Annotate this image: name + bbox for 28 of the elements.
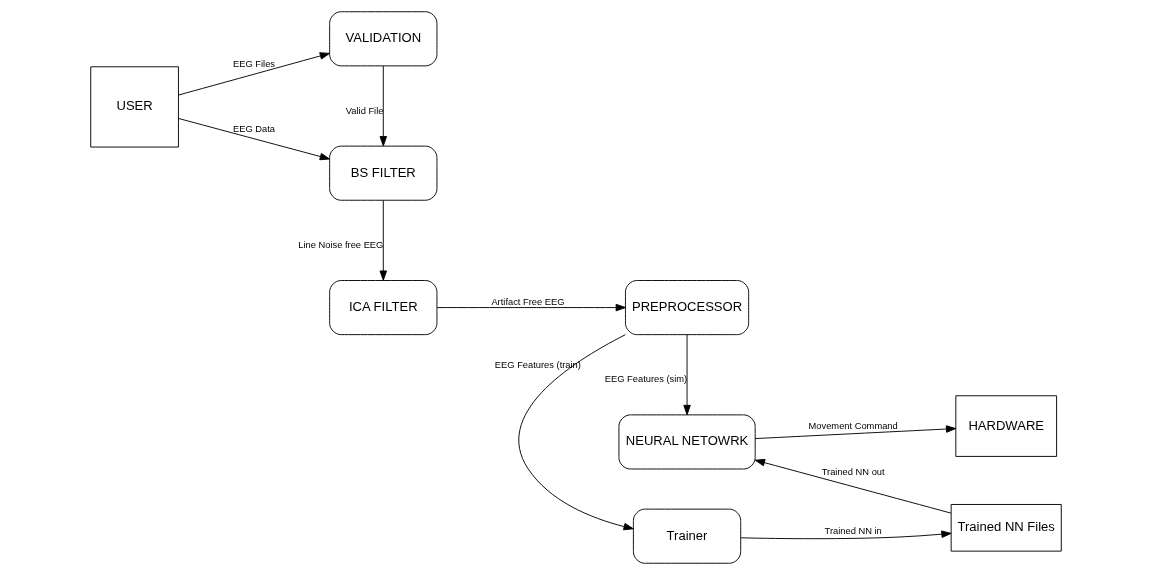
node-box: PREPROCESSOR <box>625 280 750 336</box>
edge-label: Line Noise free EEG <box>298 240 384 251</box>
edge-label: EEG Features (sim) <box>604 374 688 385</box>
arrow <box>178 52 331 96</box>
arrow <box>436 303 626 312</box>
node-box: USER <box>90 66 179 148</box>
arrow <box>754 458 952 514</box>
node-box: NEURAL NETOWRK <box>618 414 756 470</box>
arrow <box>178 118 331 161</box>
node-box: HARDWARE <box>955 395 1058 457</box>
arrow <box>379 199 388 281</box>
arrow <box>754 425 957 440</box>
node-box: Trainer <box>632 508 742 564</box>
node-box: ICA FILTER <box>329 280 438 336</box>
node-box: Trained NN Files <box>950 504 1062 552</box>
arrow <box>683 334 691 416</box>
node-box: VALIDATION <box>329 11 438 67</box>
edge-label: Trained NN out <box>821 466 885 477</box>
edge-label: Valid File <box>345 105 384 116</box>
arrow <box>740 530 952 540</box>
edge-label: Trained NN in <box>824 526 882 537</box>
node-box: BS FILTER <box>329 145 438 201</box>
edge-label: Artifact Free EEG <box>491 296 565 307</box>
arrow <box>379 65 388 147</box>
arrow <box>518 334 634 531</box>
edge-label: EEG Files <box>233 58 276 69</box>
edge-label: EEG Data <box>233 124 276 135</box>
edge-label: Movement Command <box>808 420 898 431</box>
